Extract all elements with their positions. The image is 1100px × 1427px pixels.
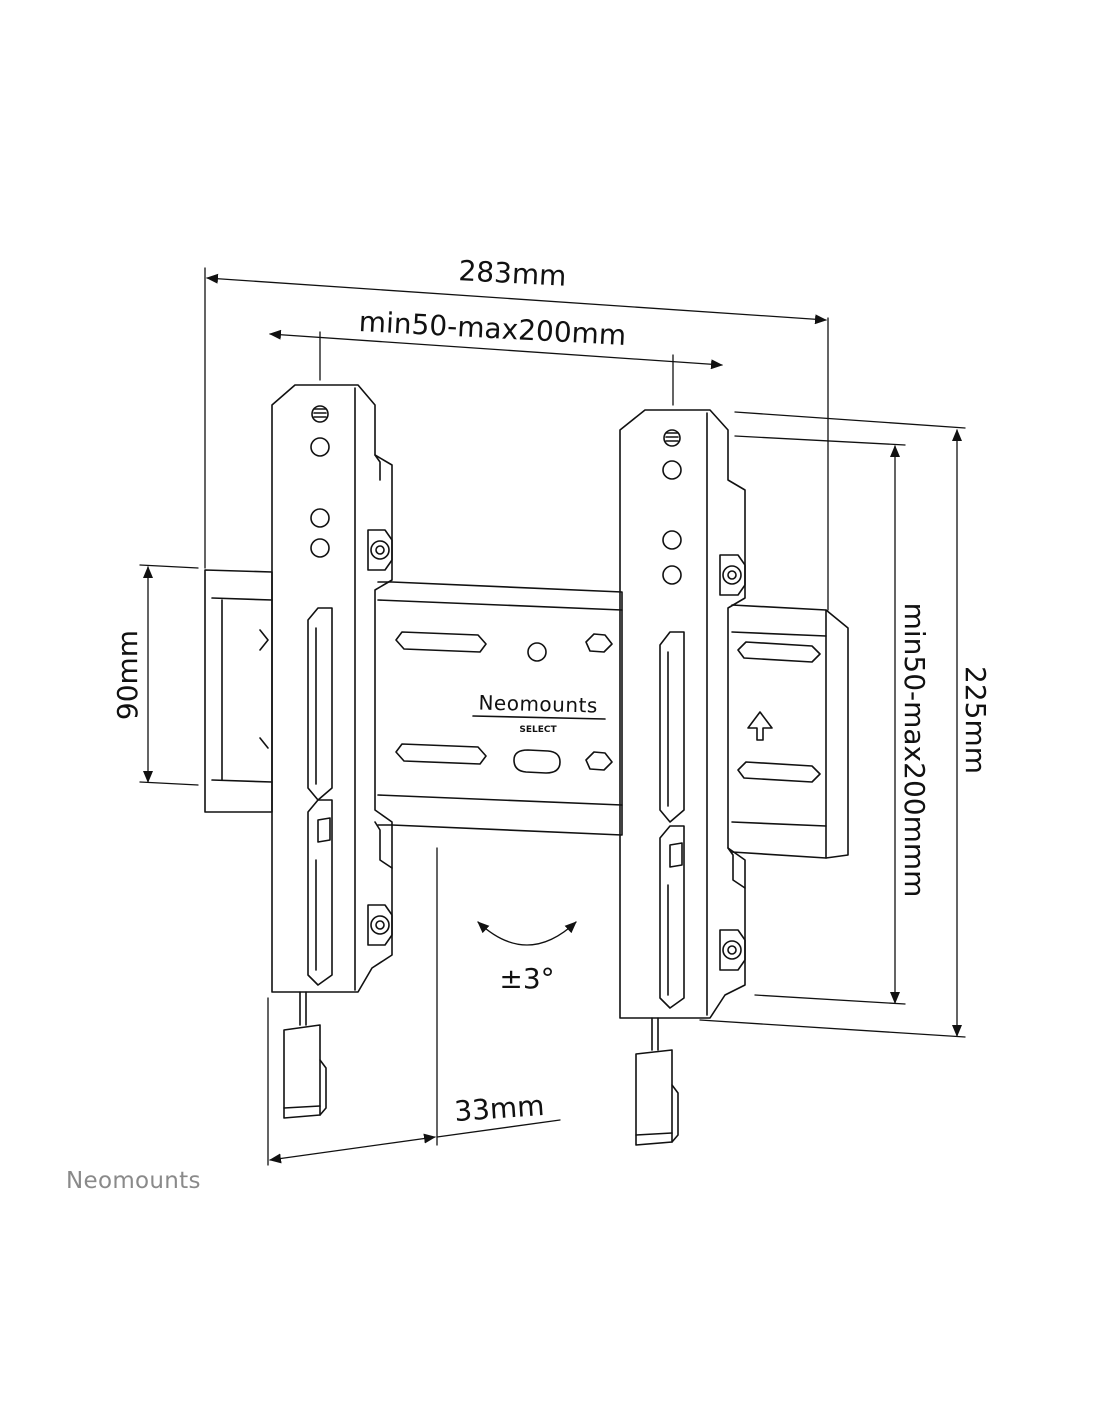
dim-vesa-vertical: min50-max200mmm [898,603,931,898]
right-vertical-bracket [619,409,746,1146]
dim-total-width: 283mm [458,254,568,293]
left-vertical-bracket [271,384,393,1119]
dim-tilt: ±3° [499,962,554,995]
brand-watermark: Neomounts [66,1168,201,1194]
dim-wall-plate-height: 90mm [111,630,144,720]
product-logo-sub: SELECT [519,725,557,735]
product-logo-brand: Neomounts [478,690,598,717]
dim-depth: 33mm [453,1089,545,1128]
dim-total-height: 225mm [959,666,992,774]
wall-plate-slots [395,631,821,783]
dim-vesa-horizontal: min50-max200mm [358,305,627,352]
logo-underline [472,715,606,720]
dimension-lines [139,267,966,1166]
